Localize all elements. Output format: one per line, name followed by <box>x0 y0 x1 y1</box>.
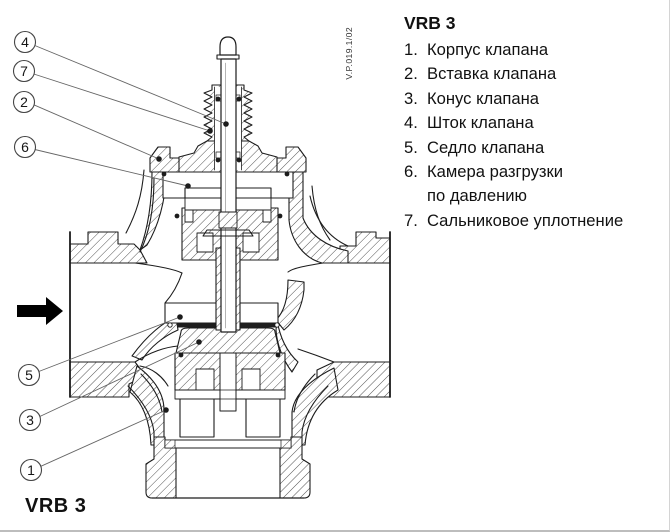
legend-item-label: Камера разгрузки <box>427 162 564 182</box>
legend-item-number: 6. <box>404 162 418 182</box>
legend-item: 7. Сальниковое уплотнение <box>404 209 666 233</box>
legend-item: 1. Корпус клапана <box>404 38 666 62</box>
stem-collar <box>202 229 254 237</box>
valve-stem <box>202 36 254 333</box>
legend-item-number: 4. <box>404 113 418 133</box>
valve-body <box>69 146 391 446</box>
callout-7: 7 <box>12 59 36 83</box>
svg-text:1: 1 <box>27 462 35 478</box>
svg-text:6: 6 <box>21 139 29 155</box>
bottom-cap <box>145 436 311 499</box>
legend-item: 2. Вставка клапана <box>404 62 666 86</box>
legend-item-label: Конус клапана <box>427 88 540 108</box>
callout-6: 6 <box>13 135 37 159</box>
legend-title: VRB 3 <box>404 13 456 33</box>
legend-item: 5. Седло клапана <box>404 136 666 160</box>
legend-item-label: Шток клапана <box>427 113 534 133</box>
legend: VRB 3 1. Корпус клапана 2. Вставка клапана 3… <box>404 13 666 233</box>
callout-3: 3 <box>18 408 42 432</box>
legend-item-number: 3. <box>404 88 418 108</box>
model-label: VRB 3 <box>25 495 87 517</box>
svg-text:7: 7 <box>20 63 28 79</box>
legend-list: 1. Корпус клапана 2. Вставка клапана 3. Конус… <box>404 38 666 233</box>
callout-4: 4 <box>13 30 37 54</box>
legend-item-label: Корпус клапана <box>427 40 549 59</box>
legend-item: 4. Шток клапана <box>404 111 666 135</box>
document-number: V.P.019.1/02 <box>344 27 354 80</box>
legend-item-label: Сальниковое уплотнение <box>427 210 624 230</box>
svg-text:2: 2 <box>20 94 28 110</box>
stem-cap <box>219 36 237 56</box>
svg-text:3: 3 <box>26 412 34 428</box>
callout-5: 5 <box>17 363 41 387</box>
legend-item-number: 7. <box>404 210 418 230</box>
valve-cone <box>175 327 281 354</box>
legend-item: 3. Конус клапана <box>404 87 666 111</box>
o-ring-seals <box>161 96 290 358</box>
svg-text:5: 5 <box>25 367 33 383</box>
legend-item: 6. Камера разгрузки <box>404 160 666 184</box>
flow-direction-arrow <box>17 297 63 325</box>
stem-guide-nut <box>218 211 238 229</box>
svg-text:4: 4 <box>21 34 29 50</box>
legend-item-line2: по давлению <box>427 186 527 206</box>
callouts: 4 7 2 6 5 <box>12 30 229 482</box>
legend-item-number: 1. <box>404 40 418 59</box>
legend-item-number: 2. <box>404 64 418 84</box>
callout-1: 1 <box>19 458 43 482</box>
callout-2: 2 <box>12 90 36 114</box>
legend-item-number: 5. <box>404 137 418 157</box>
legend-item-label: Седло клапана <box>427 137 545 157</box>
valve-cone-assembly <box>174 327 286 438</box>
legend-item-label: Вставка клапана <box>427 64 557 84</box>
